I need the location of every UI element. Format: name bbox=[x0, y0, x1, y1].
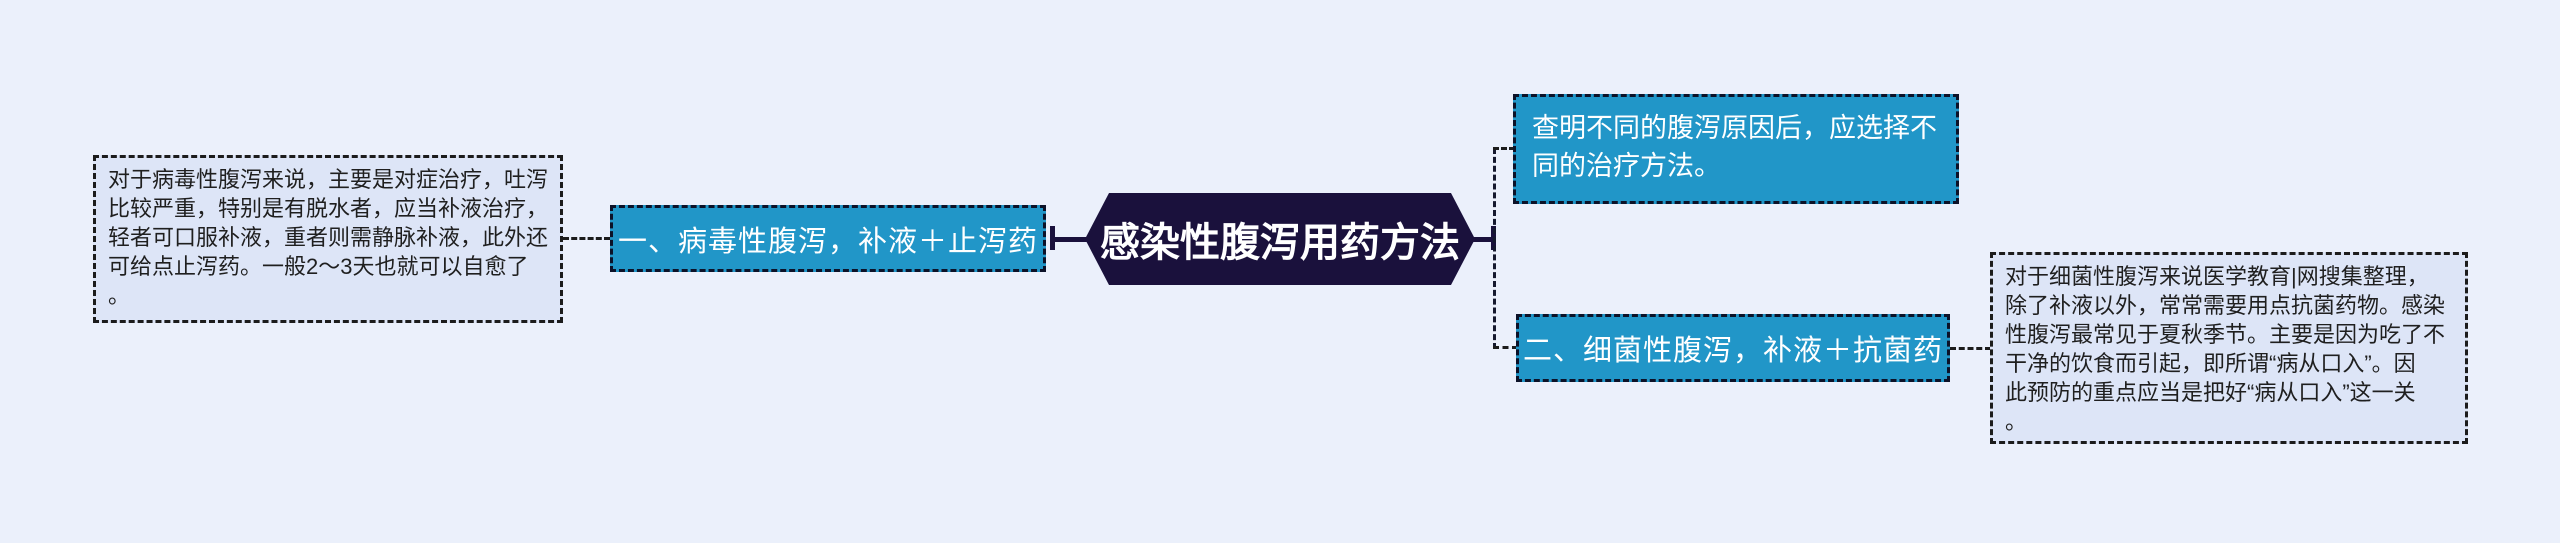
note-bacterial-diarrhea[interactable]: 对于细菌性腹泻来说医学教育|网搜集整理， 除了补液以外，常常需要用点抗菌药物。感… bbox=[1990, 252, 2468, 444]
connector-trunk-to-principle bbox=[1493, 147, 1515, 150]
connector-central-to-trunk bbox=[1472, 237, 1495, 242]
connector-trunk-to-bacterial bbox=[1493, 346, 1518, 349]
central-topic-label: 感染性腹泻用药方法 bbox=[1100, 221, 1460, 265]
connector-right-trunk bbox=[1493, 148, 1496, 349]
connector-note-to-viral-node bbox=[563, 237, 610, 240]
central-topic-node[interactable]: 感染性腹泻用药方法 bbox=[1085, 193, 1475, 285]
connector-viral-to-central bbox=[1050, 237, 1090, 242]
branch-node-bacterial-diarrhea[interactable]: 二、细菌性腹泻，补液＋抗菌药 bbox=[1516, 314, 1950, 382]
branch-node-viral-diarrhea[interactable]: 一、病毒性腹泻，补液＋止泻药 bbox=[610, 205, 1046, 272]
connector-bacterial-to-note bbox=[1950, 347, 1991, 350]
node-treatment-principle[interactable]: 查明不同的腹泻原因后，应选择不 同的治疗方法。 bbox=[1513, 94, 1959, 204]
note-viral-diarrhea[interactable]: 对于病毒性腹泻来说，主要是对症治疗，吐泻 比较严重，特别是有脱水者，应当补液治疗… bbox=[93, 155, 563, 323]
